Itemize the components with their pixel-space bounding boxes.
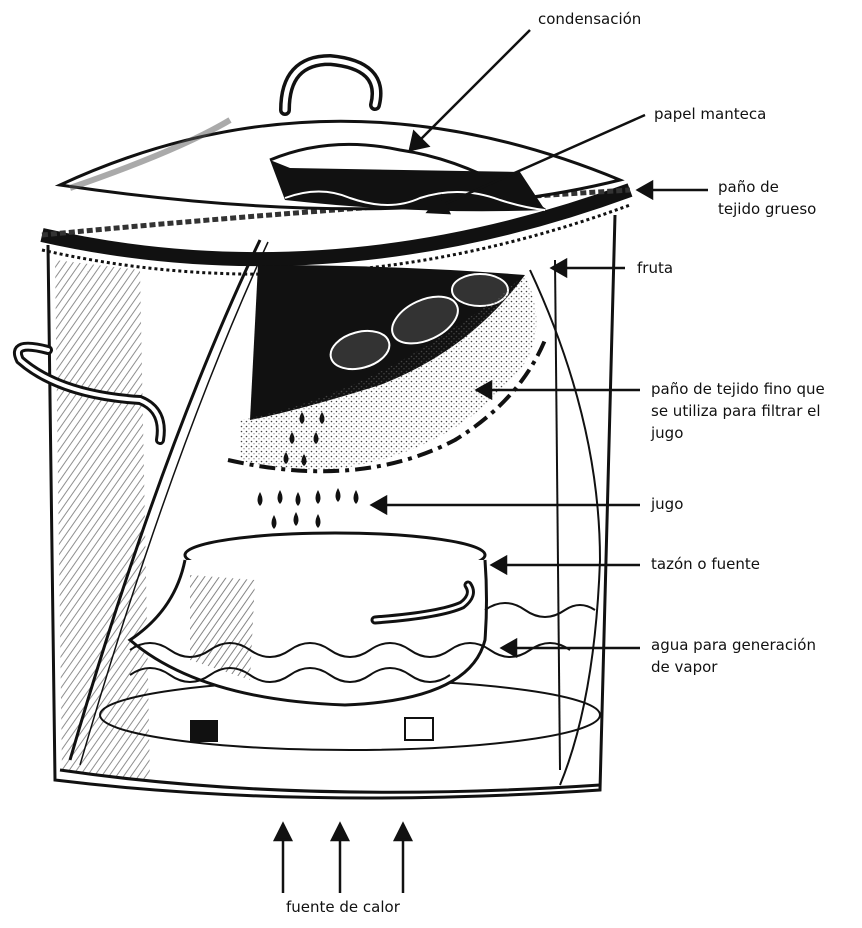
label-bowl: tazón o fuente xyxy=(651,553,760,575)
bowl xyxy=(130,533,487,742)
label-parchment-paper: papel manteca xyxy=(654,103,766,125)
label-condensation: condensación xyxy=(538,8,641,30)
label-heat-source: fuente de calor xyxy=(286,896,400,918)
label-thick-cloth: paño de tejido grueso xyxy=(718,176,816,220)
label-fine-cloth: paño de tejido fino que se utiliza para … xyxy=(651,378,825,444)
label-fruit: fruta xyxy=(637,257,673,279)
label-juice: jugo xyxy=(651,493,683,515)
label-steam-water: agua para generación de vapor xyxy=(651,634,816,678)
